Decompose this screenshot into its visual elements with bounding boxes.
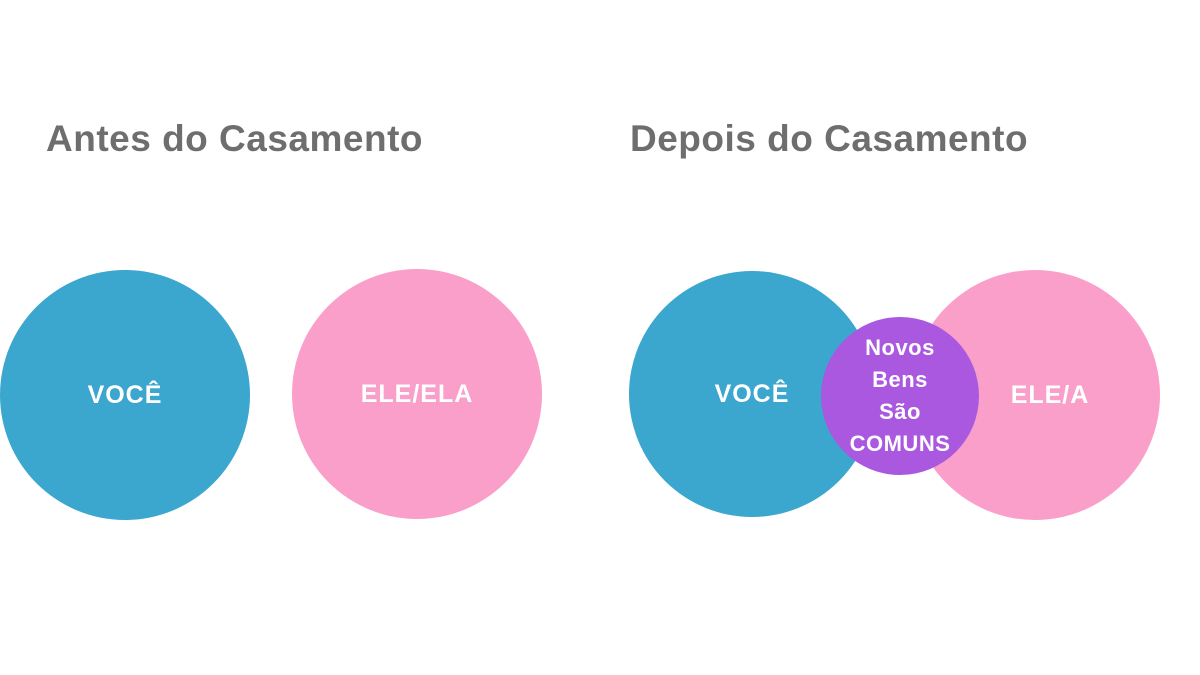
- before-you-circle: VOCÊ: [0, 270, 250, 520]
- common-assets-line-3: São: [879, 399, 921, 424]
- common-assets-intersection-circle: Novos Bens São COMUNS: [821, 317, 979, 475]
- common-assets-line-2: Bens: [872, 367, 928, 392]
- common-assets-line-4: COMUNS: [849, 431, 951, 456]
- before-marriage-title: Antes do Casamento: [46, 118, 424, 159]
- before-partner-circle: ELE/ELA: [292, 269, 542, 519]
- before-partner-label: ELE/ELA: [360, 379, 474, 408]
- after-partner-label: ELE/A: [1010, 380, 1090, 409]
- after-you-label: VOCÊ: [714, 379, 790, 408]
- after-marriage-title: Depois do Casamento: [630, 118, 1029, 159]
- common-assets-line-1: Novos: [865, 335, 935, 360]
- before-you-label: VOCÊ: [87, 380, 163, 409]
